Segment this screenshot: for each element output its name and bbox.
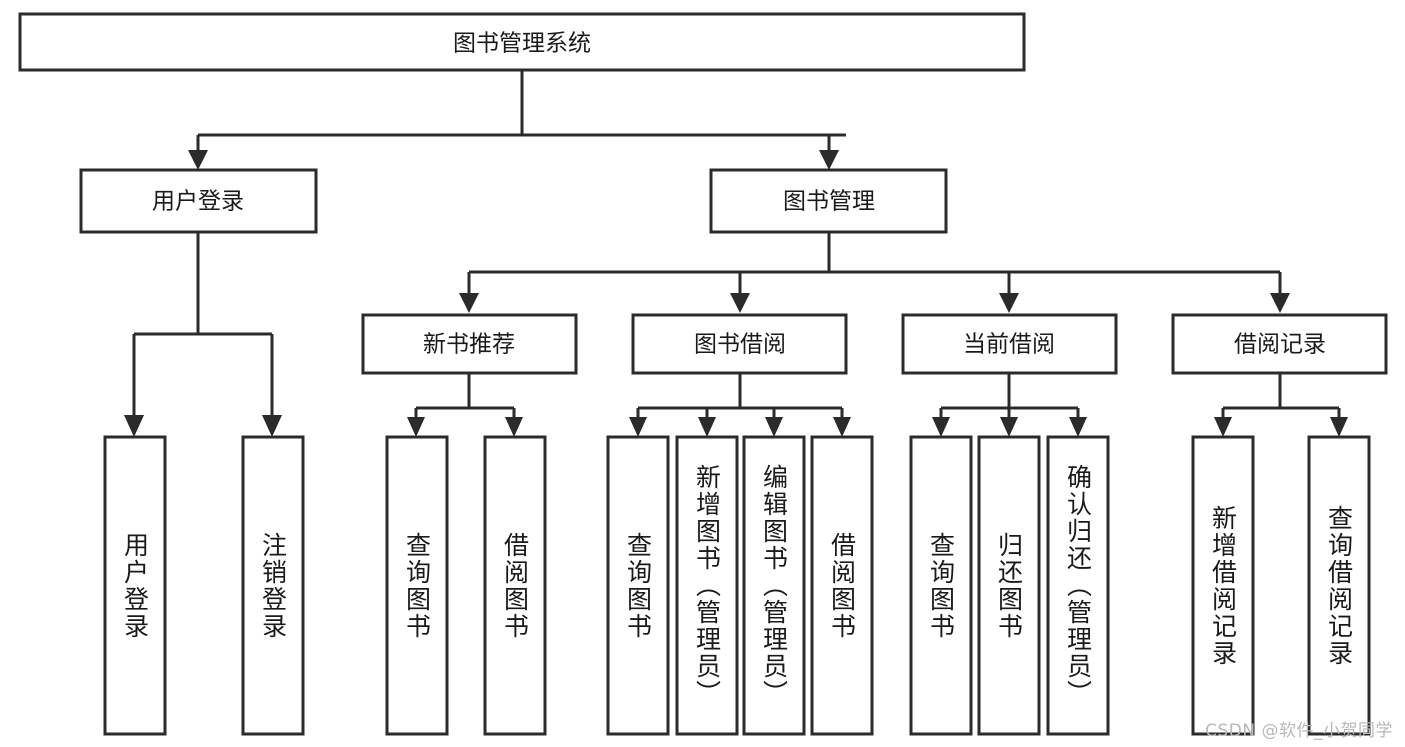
node-current-borrow-label: 当前借阅: [963, 332, 1055, 358]
connector-current-borrow-to-leaves: [932, 373, 1087, 437]
node-leaf-borrow-book-1[interactable]: [483, 435, 547, 736]
node-book-management-label: 图书管理: [783, 189, 875, 215]
node-root-label: 图书管理系统: [453, 31, 591, 57]
node-leaf-user-login[interactable]: [103, 435, 167, 736]
node-leaf-add-borrow-record[interactable]: [1191, 435, 1255, 736]
node-new-book-recommend-label: 新书推荐: [423, 332, 515, 358]
node-new-book-recommend[interactable]: 新书推荐: [361, 313, 578, 375]
node-root[interactable]: 图书管理系统: [18, 12, 1026, 72]
node-book-borrow-label: 图书借阅: [694, 332, 786, 358]
node-leaf-query-book-1[interactable]: [385, 435, 449, 736]
node-leaf-confirm-return-admin[interactable]: [1046, 435, 1110, 736]
node-borrow-record-label: 借阅记录: [1234, 332, 1326, 358]
node-user-login[interactable]: 用户登录: [79, 168, 318, 234]
node-leaf-query-borrow-record[interactable]: [1307, 435, 1371, 736]
node-leaf-return-book[interactable]: [977, 435, 1041, 736]
csdn-watermark: CSDN @软件_小贺同学: [1205, 721, 1393, 741]
node-current-borrow[interactable]: 当前借阅: [901, 313, 1118, 375]
node-leaf-add-book-admin[interactable]: [675, 435, 739, 736]
connector-borrow-record-to-leaves: [1214, 373, 1348, 437]
connector-user-login-to-leaves: [124, 232, 282, 437]
node-leaf-edit-book-admin[interactable]: [742, 435, 806, 736]
node-leaf-logout-login[interactable]: [241, 435, 305, 736]
connector-book-borrow-to-leaves: [629, 373, 851, 437]
node-leaf-query-book-3[interactable]: [909, 435, 973, 736]
node-book-management[interactable]: 图书管理: [709, 168, 948, 234]
node-leaf-borrow-book-2[interactable]: [810, 435, 874, 736]
node-book-borrow[interactable]: 图书借阅: [631, 313, 848, 375]
node-borrow-record[interactable]: 借阅记录: [1171, 313, 1388, 375]
connector-book-management-to-level3: [459, 232, 1290, 313]
node-user-login-label: 用户登录: [152, 189, 244, 215]
node-leaf-query-book-2[interactable]: [606, 435, 670, 736]
connector-root-to-level2: [188, 70, 846, 170]
connector-new-book-recommend-to-leaves: [407, 373, 523, 437]
